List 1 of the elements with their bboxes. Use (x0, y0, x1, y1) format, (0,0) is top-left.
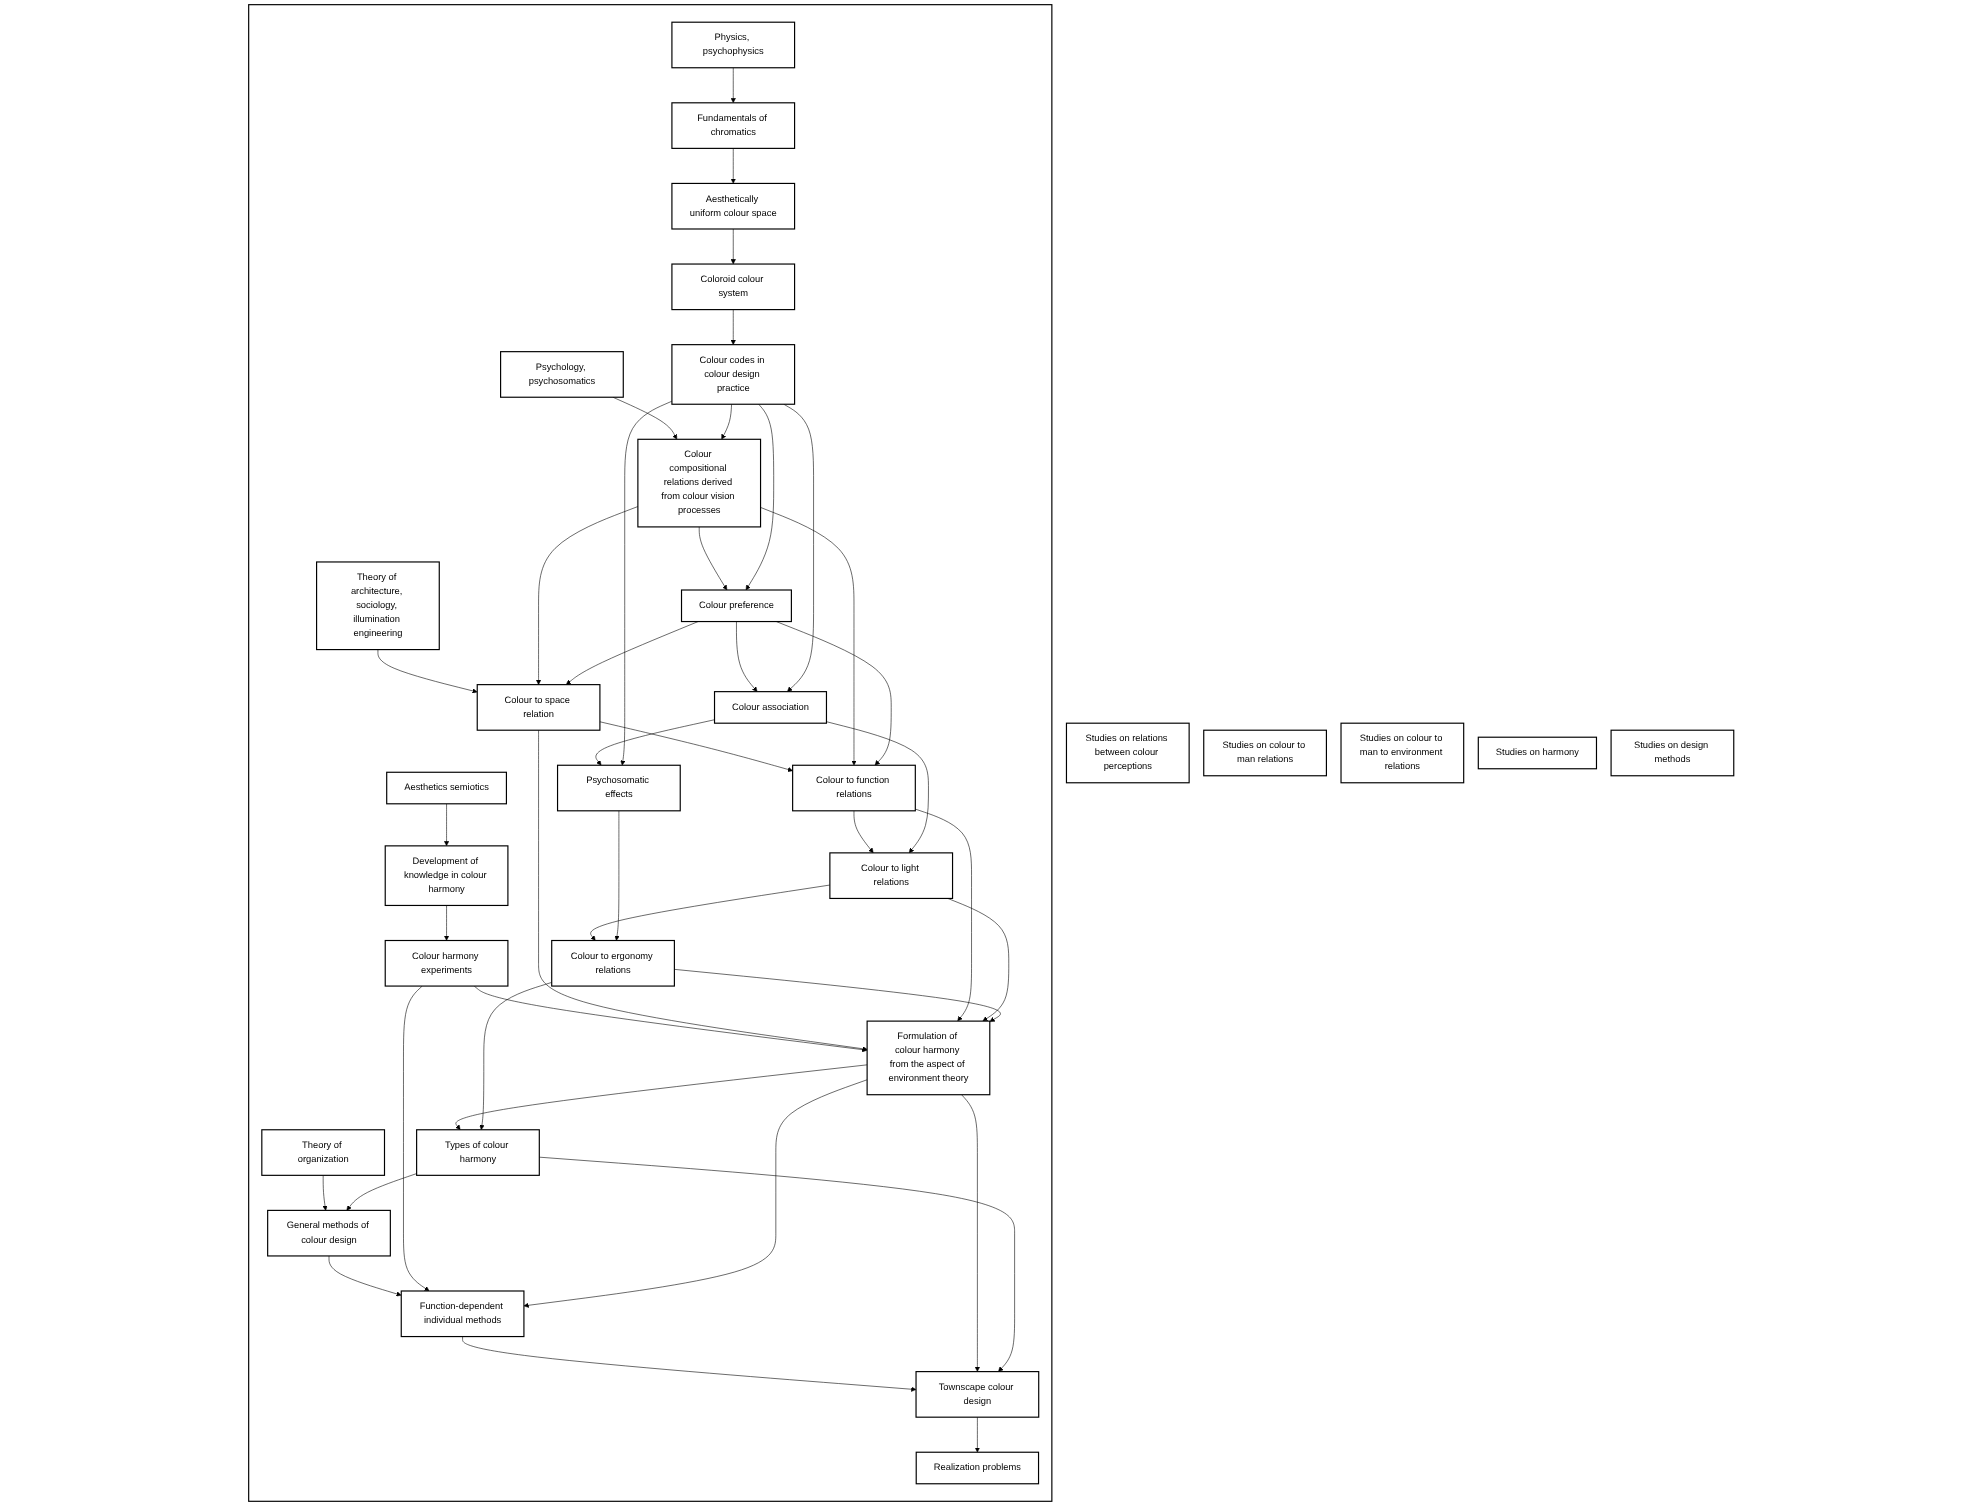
cluster (248, 4, 1054, 1502)
